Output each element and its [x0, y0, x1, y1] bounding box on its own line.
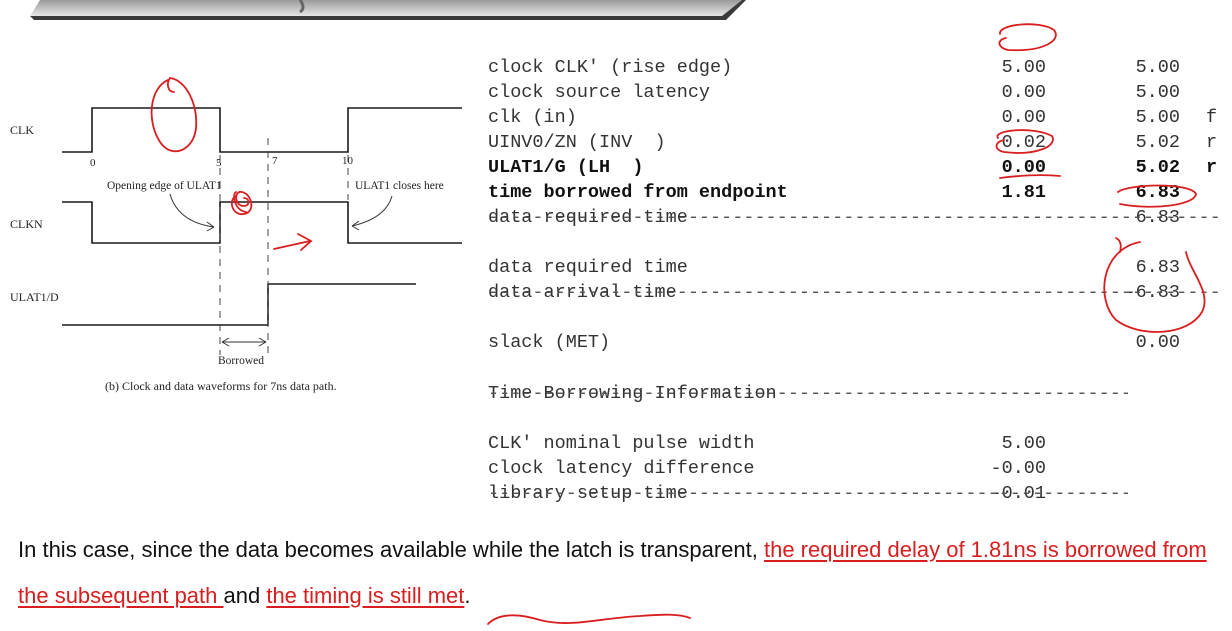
report-divider: ----------------------------------------…: [488, 282, 1221, 303]
opening-edge-arrow: [169, 193, 215, 228]
signal-label-ulat1d: ULAT1/D: [10, 290, 59, 304]
explanation-text: In this case, since the data becomes ava…: [18, 537, 1207, 608]
report-row: data arrival time-6.83: [488, 282, 1180, 303]
highlight-timing-met: the timing is still met: [266, 583, 465, 608]
report-row: slack (MET)0.00: [488, 332, 1180, 353]
report-row: library setup time-0.01: [488, 483, 1046, 504]
highlight-borrowed-delay: the required delay of 1.81ns is borrowed…: [18, 537, 1207, 608]
waveform-diagram: CLK CLKN ULAT1/D 0 5 7 10 Opening edge o…: [10, 107, 462, 393]
waveform-caption: (b) Clock and data waveforms for 7ns dat…: [105, 379, 337, 393]
clkn-waveform: [62, 201, 462, 244]
signal-label-clk: CLK: [10, 123, 34, 137]
time-borrowing-heading: Time Borrowing Information: [488, 383, 777, 404]
time-mark-10: 10: [342, 155, 354, 167]
report-divider: ----------------------------------------…: [488, 483, 1128, 504]
opening-edge-label: Opening edge of ULAT1: [107, 180, 222, 192]
clk-waveform: [62, 107, 462, 153]
closes-here-arrow: [351, 195, 393, 227]
closes-here-label: ULAT1 closes here: [355, 180, 444, 192]
time-mark-5: 5: [216, 157, 222, 169]
time-mark-0: 0: [90, 157, 96, 169]
borrowed-label: Borrowed: [218, 355, 264, 367]
report-divider: ----------------------------------------…: [488, 207, 1221, 228]
time-mark-7: 7: [272, 155, 278, 167]
report-row: clock latency difference-0.00: [488, 458, 1046, 479]
signal-label-clkn: CLKN: [10, 217, 43, 231]
report-divider: ----------------------------------------…: [488, 383, 1128, 404]
header-banner: [30, 0, 746, 20]
ulat1d-waveform: [62, 283, 416, 326]
